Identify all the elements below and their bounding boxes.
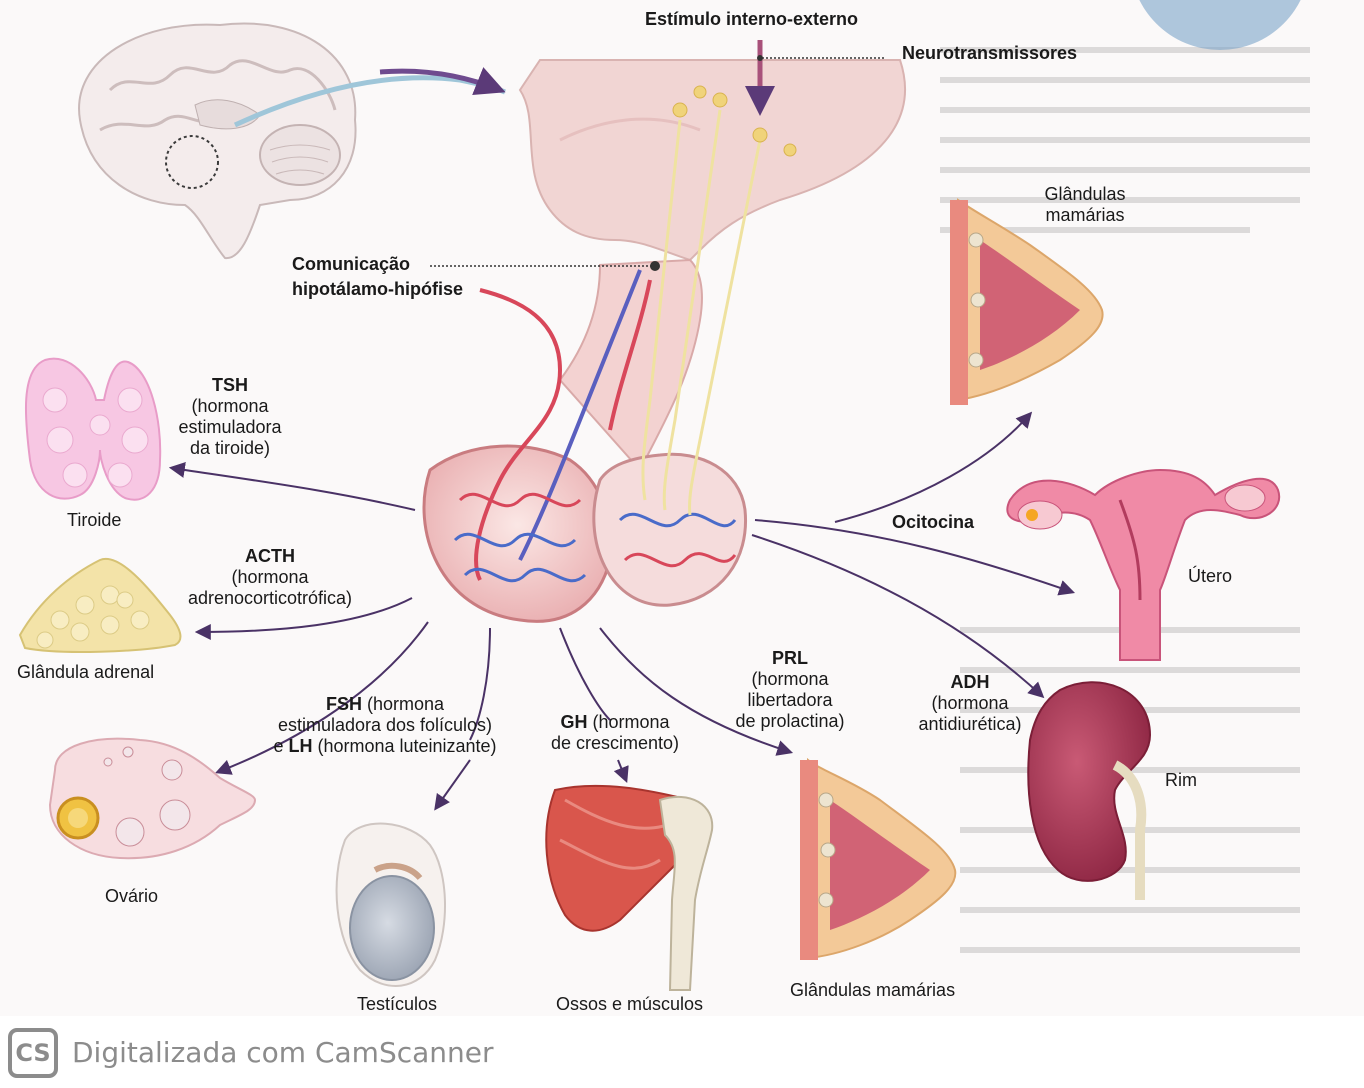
tsh-desc-line3: da tiroide) <box>189 438 271 458</box>
kidney-label: Rim <box>1165 770 1197 790</box>
uterus-illustration <box>1006 468 1281 661</box>
prl-desc-line2: libertadora <box>747 690 833 710</box>
photo-corner <box>1139 0 1301 50</box>
prl-desc-line3: de prolactina) <box>735 711 845 731</box>
thyroid-label: Tiroide <box>67 510 122 530</box>
prl-abbrev: PRL <box>772 648 808 668</box>
acth-desc-line2: adrenocorticotrófica) <box>187 588 353 608</box>
kidney-illustration <box>1027 681 1152 900</box>
lh-desc: (hormona luteinizante) <box>312 736 497 756</box>
mammary-top-line1: Glândulas <box>1044 184 1126 204</box>
mammary-top-line2: mamárias <box>1045 205 1125 225</box>
arrow-gh <box>559 627 611 721</box>
bones-muscles-illustration <box>545 784 714 991</box>
arrow-testicles <box>434 759 471 811</box>
prl-desc-line1: (hormona <box>751 669 829 689</box>
arrow-fsh-lh-testicles <box>469 627 491 741</box>
arrow-fsh-lh-ovary <box>215 621 429 775</box>
gh-desc-line2: de crescimento) <box>550 733 680 753</box>
mammary-bottom-label: Glândulas mamárias <box>790 980 956 1000</box>
arrow-gh-bones <box>613 759 629 783</box>
fsh-e: e <box>273 736 289 756</box>
neurotransmitters-label: Neurotransmissores <box>902 43 1078 63</box>
oxytocin-label: Ocitocina <box>892 512 975 532</box>
tsh-desc-line1: (hormona <box>191 396 269 416</box>
mammary-bottom-illustration <box>800 757 957 960</box>
hormone-arrows <box>168 411 1076 811</box>
fsh-abbrev: FSH <box>325 694 362 714</box>
arrow-adh <box>751 534 1045 699</box>
acth-desc-line1: (hormona <box>231 567 309 587</box>
thyroid-illustration <box>24 357 162 501</box>
adrenal-label: Glândula adrenal <box>17 662 155 682</box>
gh-abbrev: GH <box>560 712 588 732</box>
prl-label: PRL (hormona libertadora de prolactina) <box>710 648 870 732</box>
adh-abbrev: ADH <box>950 672 990 692</box>
mammary-top-label: Glândulas mamárias <box>1020 184 1150 226</box>
communication-label-line1: Comunicação <box>292 254 411 274</box>
arrow-acth <box>194 597 413 640</box>
gh-label: GH (hormona de crescimento) <box>535 712 695 754</box>
tsh-desc-line2: estimuladora <box>178 417 282 437</box>
lh-abbrev: LH <box>288 736 313 756</box>
testicle-illustration <box>335 822 446 987</box>
arrow-prl <box>599 627 794 756</box>
adrenal-illustration <box>18 557 182 653</box>
gh-desc-line1: (hormona <box>587 712 670 732</box>
arrow-oxytocin-uterus <box>754 519 1076 596</box>
arrow-oxytocin-mammary <box>834 411 1033 523</box>
scanner-footer: CS Digitalizada com CamScanner <box>0 1016 1364 1088</box>
adh-desc-line1: (hormona <box>931 693 1009 713</box>
fsh-desc-line1: (hormona <box>361 694 445 714</box>
tsh-abbrev: TSH <box>212 375 248 395</box>
adh-label: ADH (hormona antidiurética) <box>905 672 1035 735</box>
neurotransmitter-dot <box>757 55 763 61</box>
brain-illustration <box>78 22 506 260</box>
arrow-tsh <box>168 462 416 511</box>
tsh-label: TSH (hormona estimuladora da tiroide) <box>165 375 295 459</box>
bones-label: Ossos e músculos <box>556 994 704 1014</box>
communication-label-line2: hipotálamo-hipófise <box>292 279 463 299</box>
endocrine-diagram <box>18 0 1310 991</box>
fsh-desc-line2: estimuladora dos folículos) <box>277 715 493 735</box>
hypothalamus-pituitary <box>422 59 906 623</box>
ovary-illustration <box>48 737 257 860</box>
acth-label: ACTH (hormona adrenocorticotrófica) <box>170 546 370 609</box>
background-page-texture <box>940 47 1310 953</box>
fsh-lh-label: FSH (hormona estimuladora dos folículos)… <box>250 694 520 757</box>
testicles-label: Testículos <box>357 994 438 1014</box>
adh-desc-line2: antidiurética) <box>918 714 1022 734</box>
uterus-label: Útero <box>1188 566 1233 586</box>
ovary-label: Ovário <box>105 886 159 906</box>
camscanner-logo: CS <box>8 1028 58 1078</box>
mammary-top-illustration <box>950 198 1104 405</box>
acth-abbrev: ACTH <box>245 546 295 566</box>
camscanner-text: Digitalizada com CamScanner <box>72 1036 494 1069</box>
stimulus-label: Estímulo interno-externo <box>645 9 859 29</box>
